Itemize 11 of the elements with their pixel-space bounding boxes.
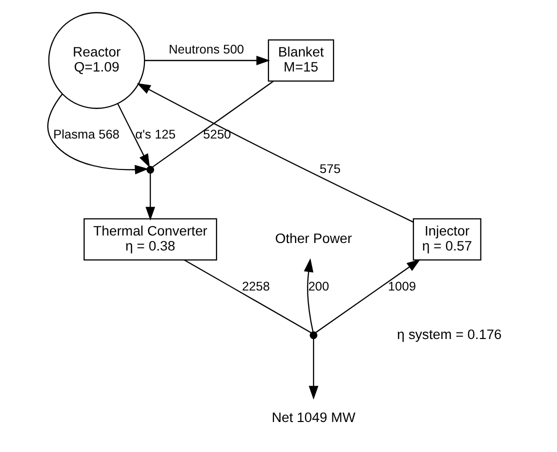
edge-label: 5250 [202, 128, 231, 142]
edge-label: Plasma 568 [52, 128, 120, 142]
edge-label: α's 125 [134, 128, 176, 142]
edge-label: 2258 [241, 280, 270, 294]
edge-label: Neutrons 500 [168, 42, 244, 56]
edge-label: 200 [308, 280, 329, 294]
edge-label: 575 [319, 162, 340, 176]
node-text: Other Power [274, 230, 352, 246]
label: η system = 0.176 [396, 326, 502, 342]
edge-label: 1009 [388, 280, 416, 294]
node-text: Net 1049 MW [271, 410, 355, 426]
